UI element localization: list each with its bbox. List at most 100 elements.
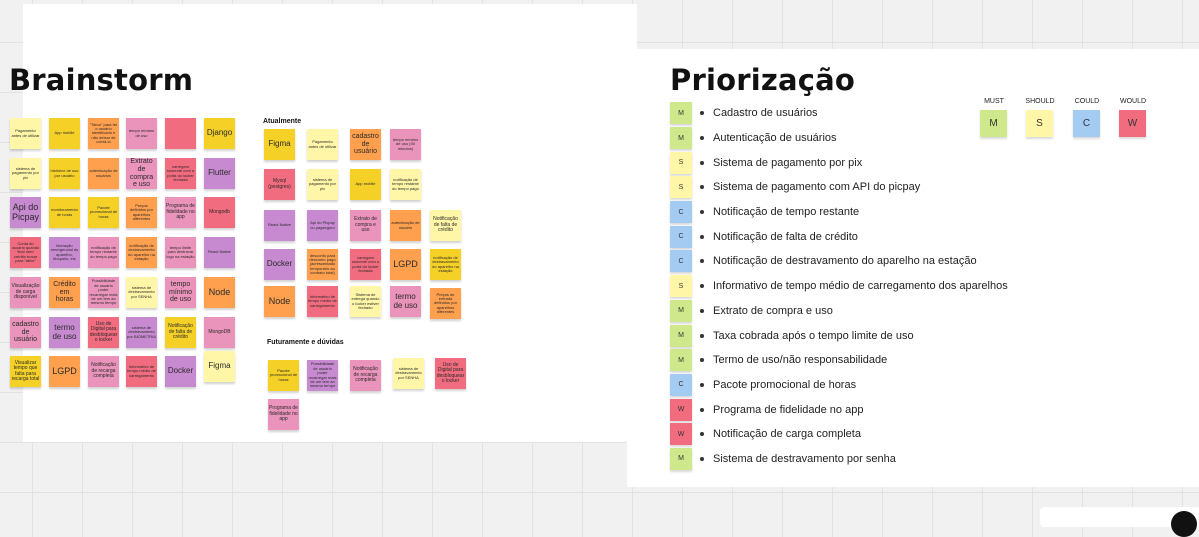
sticky-note[interactable]: notificação de tempo restante do tempo p… xyxy=(390,169,421,200)
sticky-note[interactable]: Mysql (postgres) xyxy=(264,169,295,200)
sticky-note[interactable]: Visualizar tempo que falta para recarga … xyxy=(10,356,41,387)
bullet-icon xyxy=(700,358,704,363)
sticky-note[interactable]: Extrato de compra e uso xyxy=(126,158,157,189)
sticky-note[interactable]: Informativo de tempo médio de carregamen… xyxy=(126,356,157,387)
sticky-note[interactable]: Conta do usuário quando ficar sem crédit… xyxy=(10,237,41,268)
sticky-note[interactable]: Figma xyxy=(264,129,295,160)
sticky-note[interactable]: tempo limite para destravar logo na esta… xyxy=(165,237,196,268)
sticky-note[interactable]: Extrato de compra e uso xyxy=(350,210,381,241)
sticky-note[interactable]: tempo mínimo de uso (30 minutos) xyxy=(390,129,421,160)
bullet-icon xyxy=(700,185,704,190)
sticky-note[interactable]: Informativo de tempo médio de carregamen… xyxy=(307,286,338,317)
sticky-note[interactable]: notificação de destravamento do aparelho… xyxy=(126,237,157,268)
priority-tag: W xyxy=(670,423,692,446)
sticky-note[interactable]: sistema de pagamento por pix xyxy=(307,169,338,200)
priority-item[interactable]: W Notificação de carga completa xyxy=(670,422,1008,447)
sticky-note[interactable]: Pagamento antes de utilizar xyxy=(10,118,41,149)
sticky-note[interactable]: Uso de Digital para desbloquear o locker xyxy=(88,317,119,348)
priority-item[interactable]: S Sistema de pagamento por pix xyxy=(670,150,1008,175)
sticky-note[interactable]: notificação de tempo restante do tempo p… xyxy=(88,237,119,268)
sticky-note[interactable]: Pacote promocional de horas xyxy=(88,197,119,228)
priority-item[interactable]: M Termo de uso/não responsabilidade xyxy=(670,348,1008,373)
sticky-note[interactable]: autenticação de usuários xyxy=(88,158,119,189)
sticky-note[interactable]: histórico de uso por usuário xyxy=(49,158,80,189)
sticky-note[interactable]: Visualização de carga disponível xyxy=(10,277,41,308)
sticky-note[interactable]: React Native xyxy=(204,237,235,268)
priority-item[interactable]: C Notificação de tempo restante xyxy=(670,200,1008,225)
priority-text: Notificação de falta de crédito xyxy=(713,230,858,243)
sticky-note[interactable]: Crédito em horas xyxy=(49,277,80,308)
sticky-note[interactable]: Possibilidade de usuário poder recarrega… xyxy=(307,360,338,391)
sticky-note[interactable]: App mobile xyxy=(49,118,80,149)
priority-text: Termo de uso/não responsabilidade xyxy=(713,354,888,367)
priority-item[interactable]: M Cadastro de usuários xyxy=(670,101,1008,126)
legend-could[interactable]: COULD C xyxy=(1073,98,1104,137)
sticky-note[interactable]: termo de uso xyxy=(390,286,421,317)
legend-should[interactable]: SHOULD S xyxy=(1025,98,1057,137)
sticky-note[interactable]: tempo mínimo de uso xyxy=(165,277,196,308)
sticky-note[interactable]: MongoDB xyxy=(204,317,235,348)
priority-item[interactable]: M Autenticação de usuários xyxy=(670,126,1008,151)
sticky-note[interactable]: LGPD xyxy=(390,249,421,280)
sticky-note[interactable]: Figma xyxy=(204,351,235,382)
sticky-note[interactable]: Docker xyxy=(264,249,295,280)
sticky-note[interactable]: monitoramento de horas xyxy=(49,197,80,228)
sticky-note[interactable]: Programa de fidelidade no app xyxy=(165,197,196,228)
sticky-note[interactable]: desconto para desconto pago (acrescentad… xyxy=(307,249,338,280)
sticky-note[interactable]: Preços definidos por aparelhos diferente… xyxy=(126,197,157,228)
priority-item[interactable]: M Taxa cobrada após o tempo limite de us… xyxy=(670,323,1008,348)
legend-must[interactable]: MUST M xyxy=(980,98,1011,137)
sticky-note[interactable]: Preços de entrada definidos por aparelho… xyxy=(430,288,461,319)
sticky-note[interactable]: Pagamento antes de utilizar xyxy=(307,129,338,160)
priorizacao-frame[interactable] xyxy=(627,49,1199,487)
sticky-note[interactable]: Notificação de falta de crédito xyxy=(165,317,196,348)
sticky-note[interactable]: tempo mínimo de uso xyxy=(126,118,157,149)
sticky-note[interactable]: sistema de destravamento por SENHA xyxy=(126,277,157,308)
sticky-note[interactable]: Notificação de falta de crédito xyxy=(430,210,461,241)
sticky-note[interactable]: Notificação de recarga completa xyxy=(350,360,381,391)
sticky-note[interactable]: Django xyxy=(204,118,235,149)
sticky-note[interactable]: Node xyxy=(264,286,295,317)
sticky-note[interactable] xyxy=(165,118,196,149)
priority-item[interactable]: C Notificação de falta de crédito xyxy=(670,224,1008,249)
priority-item[interactable]: C Notificação de destravamento do aparel… xyxy=(670,249,1008,274)
sticky-note[interactable]: "Tatoo" para ter o usuário identificado … xyxy=(88,118,119,149)
legend-label: WOULD xyxy=(1119,98,1147,105)
bullet-icon xyxy=(700,136,704,141)
priority-item[interactable]: S Sistema de pagamento com API do picpay xyxy=(670,175,1008,200)
sticky-note[interactable]: App mobile xyxy=(350,169,381,200)
sticky-note[interactable]: Notificação de recarga completa xyxy=(88,356,119,387)
priority-text: Informativo de tempo médio de carregamen… xyxy=(713,280,1008,293)
sticky-note[interactable]: Docker xyxy=(165,356,196,387)
sticky-note[interactable]: Api do Picpay ou pagseguro xyxy=(307,210,338,241)
sticky-note[interactable]: carregam somente com a porta do locker f… xyxy=(165,158,196,189)
priority-item[interactable]: C Pacote promocional de horas xyxy=(670,373,1008,398)
sticky-note[interactable]: Uso de Digital para desbloquear o locker xyxy=(435,358,466,389)
priority-item[interactable]: W Programa de fidelidade no app xyxy=(670,397,1008,422)
sticky-note[interactable]: Programa de fidelidade no app xyxy=(268,399,299,430)
sticky-note[interactable]: LGPD xyxy=(49,356,80,387)
sticky-note[interactable]: termo de uso xyxy=(49,317,80,348)
sticky-note[interactable]: React Native xyxy=(264,210,295,241)
sticky-note[interactable]: Pacote promocional de horas xyxy=(268,360,299,391)
priority-item[interactable]: S Informativo de tempo médio de carregam… xyxy=(670,274,1008,299)
sticky-note[interactable]: Api do Picpay xyxy=(10,197,41,228)
sticky-note[interactable]: autenticação de usuário xyxy=(390,210,421,241)
sticky-note[interactable]: sistema de pagamento por pix xyxy=(10,158,41,189)
sticky-note[interactable]: sistema de destravamento por BIOMETRIA xyxy=(126,317,157,348)
priority-item[interactable]: M Extrato de compra e uso xyxy=(670,299,1008,324)
sticky-note[interactable]: Mongodb xyxy=(204,197,235,228)
sticky-note[interactable]: Sistema de entrega quando o locker estiv… xyxy=(350,286,381,317)
sticky-note[interactable]: carregam somente com a porta do locker f… xyxy=(350,249,381,280)
sticky-note[interactable]: sistema de destravamento por SENHA xyxy=(393,358,424,389)
legend-would[interactable]: WOULD W xyxy=(1119,98,1150,137)
sticky-note[interactable]: Possibilidade de usuário poder recarrega… xyxy=(88,277,119,308)
sticky-note[interactable]: liberação emergencial do aparelho, bloqu… xyxy=(49,237,80,268)
sticky-note[interactable]: cadastro de usuário xyxy=(10,317,41,348)
sticky-note[interactable]: Flutter xyxy=(204,158,235,189)
priority-item[interactable]: M Sistema de destravamento por senha xyxy=(670,447,1008,472)
sticky-note[interactable]: Node xyxy=(204,277,235,308)
sticky-note[interactable]: notificação de destravamento do aparelho… xyxy=(430,249,461,280)
sticky-note[interactable]: cadastro de usuário xyxy=(350,129,381,160)
legend-label: SHOULD xyxy=(1025,98,1055,105)
